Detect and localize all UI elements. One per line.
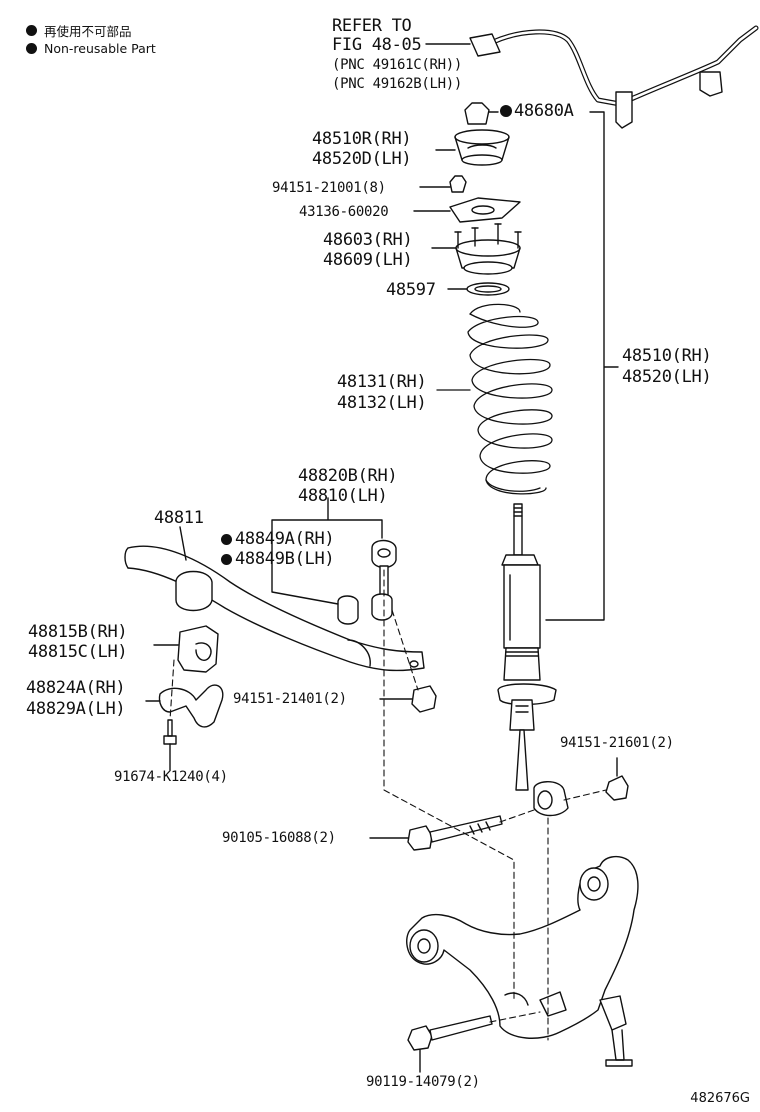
stabilizer-link-48820b xyxy=(271,497,397,625)
nonreusable-bullet-icon xyxy=(221,554,232,565)
bracket-48510 xyxy=(545,111,619,621)
nut-48680a xyxy=(464,102,490,125)
bolt-90105 xyxy=(369,815,503,851)
part-label-48520d[interactable]: 48520D(LH) xyxy=(312,149,412,169)
nut-94151-21401 xyxy=(411,685,437,713)
upper-support-48510r xyxy=(435,129,510,166)
part-label-94151-21001[interactable]: 94151-21001(8) xyxy=(272,180,386,196)
bracket-48824a xyxy=(145,684,224,728)
part-label-48849a-row[interactable]: 48849A(RH) xyxy=(221,529,335,550)
part-label-48597[interactable]: 48597 xyxy=(386,280,436,300)
bullet-icon xyxy=(26,43,37,54)
part-label-48849b: 48849B(LH) xyxy=(235,549,335,569)
nonreusable-bullet-icon xyxy=(500,105,512,117)
refer-line-2[interactable]: FIG 48-05 xyxy=(332,35,422,55)
part-label-48131[interactable]: 48131(RH) xyxy=(337,372,427,392)
stabilizer-bar-48811 xyxy=(124,526,425,672)
part-label-48510[interactable]: 48510(RH) xyxy=(622,346,712,366)
part-label-43136[interactable]: 43136-60020 xyxy=(299,204,389,220)
part-label-48609[interactable]: 48609(LH) xyxy=(323,250,413,270)
legend-text-nonreusable: Non-reusable Part xyxy=(44,41,156,56)
part-label-48815c[interactable]: 48815C(LH) xyxy=(28,642,128,662)
lower-control-arm xyxy=(406,855,639,1067)
part-label-48520[interactable]: 48520(LH) xyxy=(622,367,712,387)
nonreusable-bullet-icon xyxy=(221,534,232,545)
part-label-48603[interactable]: 48603(RH) xyxy=(323,230,413,250)
part-label-90105[interactable]: 90105-16088(2) xyxy=(222,830,336,846)
part-label-94151-21401[interactable]: 94151-21401(2) xyxy=(233,691,347,707)
part-label-48680a[interactable]: 48680A xyxy=(514,101,574,121)
nut-94151-21601 xyxy=(605,775,629,801)
part-label-48510r[interactable]: 48510R(RH) xyxy=(312,129,412,149)
bushing-48815b xyxy=(153,625,219,673)
shock-absorber-48510 xyxy=(497,503,569,817)
part-label-90119[interactable]: 90119-14079(2) xyxy=(366,1074,480,1090)
part-label-48829a[interactable]: 48829A(LH) xyxy=(26,699,126,719)
alignment-dashes xyxy=(169,569,607,1041)
bullet-icon xyxy=(26,25,37,36)
part-label-48849a: 48849A(RH) xyxy=(235,529,335,549)
part-label-48820b[interactable]: 48820B(RH) xyxy=(298,466,398,486)
plate-43136 xyxy=(449,197,521,223)
legend-text-japanese: 再使用不可部品 xyxy=(44,24,132,39)
part-label-94151-21601[interactable]: 94151-21601(2) xyxy=(560,735,674,751)
refer-line-4: (PNC 49162B(LH)) xyxy=(332,76,463,92)
diagram-code: 482676G xyxy=(690,1091,750,1106)
bolt-90119 xyxy=(407,1015,493,1073)
refer-line-1: REFER TO xyxy=(332,16,412,36)
nut-94151-21001 xyxy=(449,175,467,193)
part-label-48849b-row[interactable]: 48849B(LH) xyxy=(221,549,335,570)
legend-item-japanese: 再使用不可部品 xyxy=(26,21,132,40)
part-label-48132[interactable]: 48132(LH) xyxy=(337,393,427,413)
bolt-91674 xyxy=(163,719,177,771)
part-label-48815b[interactable]: 48815B(RH) xyxy=(28,622,128,642)
upper-mount-48603 xyxy=(431,223,522,275)
part-label-48811[interactable]: 48811 xyxy=(154,508,204,528)
part-label-91674[interactable]: 91674-K1240(4) xyxy=(114,769,228,785)
bearing-48597 xyxy=(466,282,510,296)
legend-item-nonreusable: Non-reusable Part xyxy=(26,41,156,56)
part-label-48810[interactable]: 48810(LH) xyxy=(298,486,388,506)
part-label-48824a[interactable]: 48824A(RH) xyxy=(26,678,126,698)
refer-line-3: (PNC 49161C(RH)) xyxy=(332,57,463,73)
brake-hose-drawing xyxy=(425,25,759,129)
coil-spring-48131 xyxy=(436,303,553,495)
